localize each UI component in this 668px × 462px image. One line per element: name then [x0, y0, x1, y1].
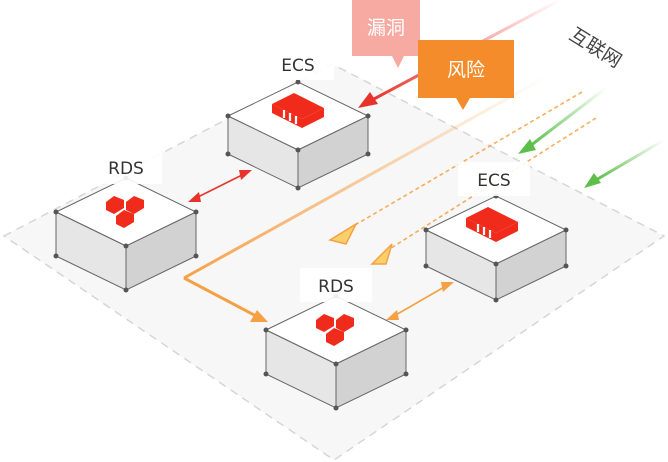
ecs-node-top[interactable]: ECS — [225, 46, 371, 191]
vulnerability-callout-text: 漏洞 — [367, 17, 405, 39]
link-ecs-rds-bottom — [386, 282, 454, 320]
dashed-attack-arrow-1 — [328, 91, 583, 245]
link-ecs-rds-left — [188, 170, 252, 202]
internet-label: 互联网 — [565, 24, 625, 73]
rds-bottom-label: RDS — [318, 277, 354, 297]
rds-database-icon — [316, 314, 354, 346]
rds-node-left[interactable]: RDS — [53, 150, 199, 293]
rds-node-bottom[interactable]: RDS — [263, 268, 409, 411]
dashed-attack-arrow-2 — [370, 117, 597, 265]
green-arrow-1 — [518, 86, 607, 154]
ecs-node-right[interactable]: ECS — [423, 162, 569, 303]
risk-callout: 风险 — [418, 40, 514, 110]
vulnerability-callout: 漏洞 — [352, 0, 420, 68]
ecs-server-icon — [272, 93, 324, 128]
green-arrow-2 — [584, 138, 665, 188]
risk-path-arrow — [183, 74, 549, 322]
ecs-right-label: ECS — [477, 171, 510, 191]
rds-database-icon — [106, 196, 144, 228]
rds-left-label: RDS — [108, 159, 144, 179]
ecs-server-icon — [466, 207, 518, 242]
ecs-top-label: ECS — [281, 56, 314, 76]
risk-callout-text: 风险 — [447, 59, 485, 81]
